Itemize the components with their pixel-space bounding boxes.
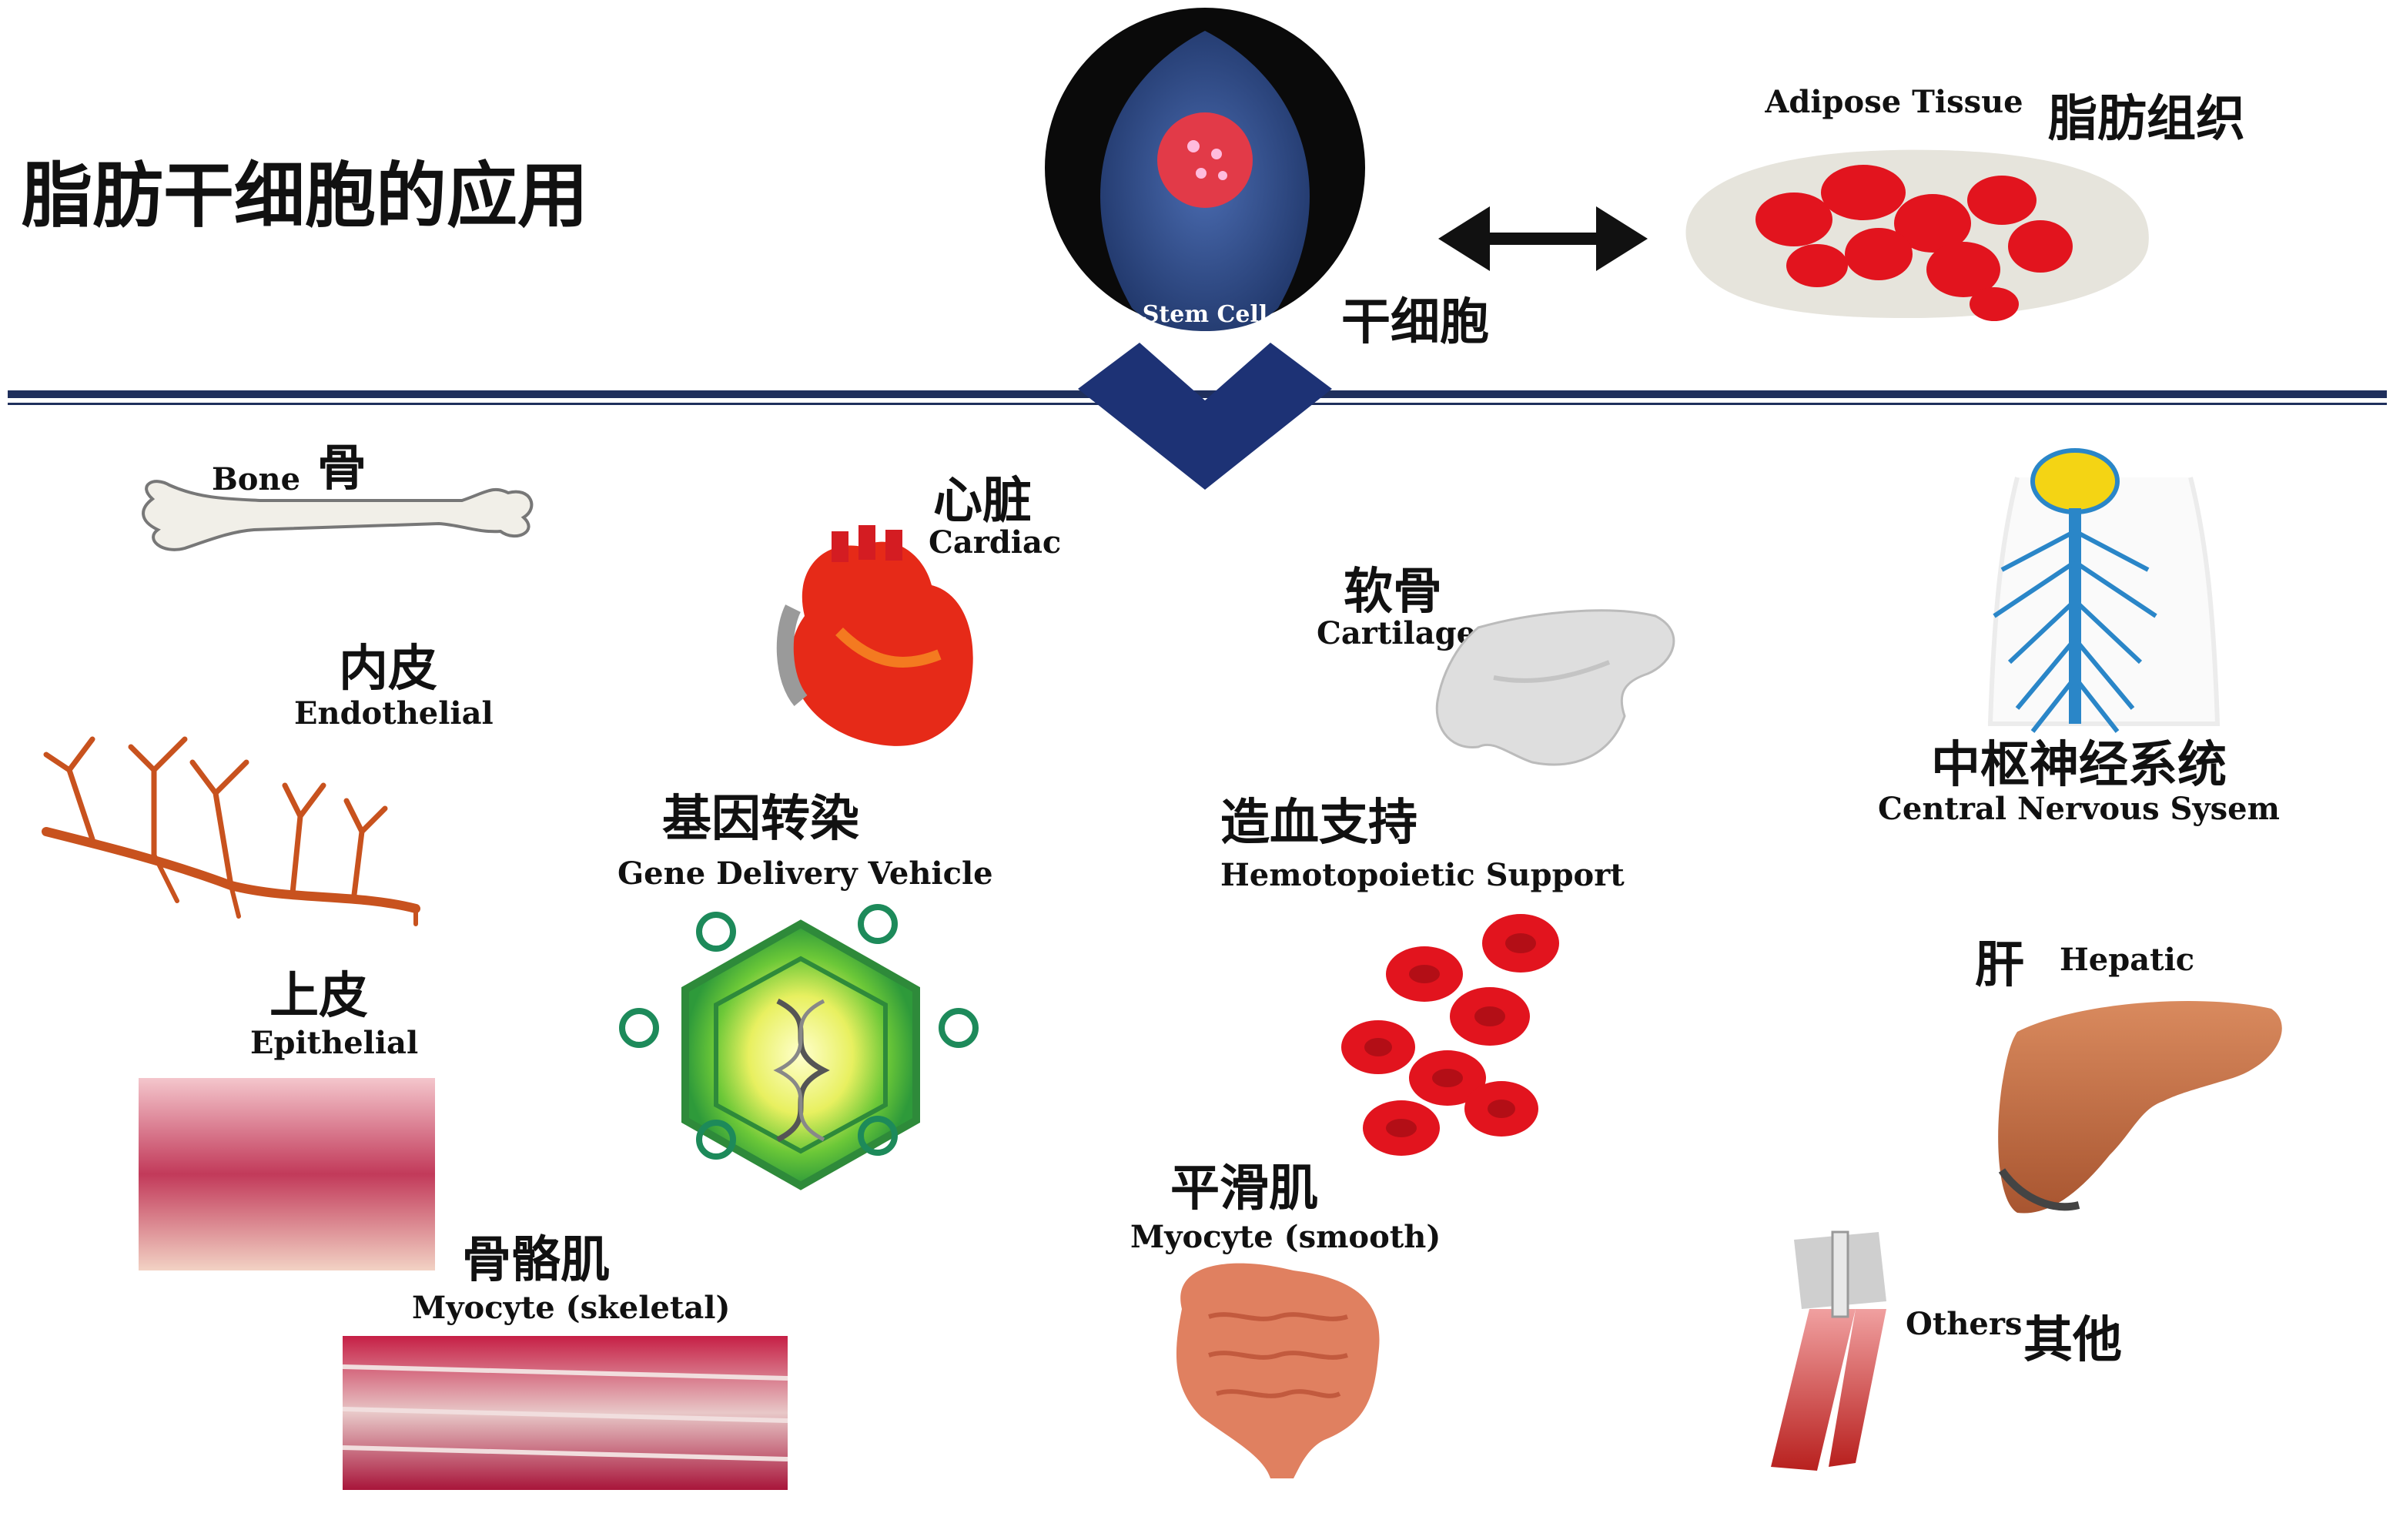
cartilage-icon: [1435, 609, 1675, 766]
others-tissue-icon: [1771, 1230, 1886, 1471]
blood-vessel-icon: [42, 736, 420, 926]
hepatic-zh-label: 肝: [1975, 937, 2024, 994]
others-zh-label: 其他: [2023, 1312, 2122, 1369]
smooth-zh-label: 平滑肌: [1170, 1160, 1318, 1217]
gene-zh-label: 基因转染: [662, 791, 859, 848]
hemo-en-label: Hemotopoietic Support: [1220, 857, 1625, 893]
bone-icon: [142, 480, 534, 551]
cns-zh-label: 中枢神经系统: [1931, 737, 2227, 794]
endothelial-en-label: Endothelial: [294, 695, 494, 732]
gene-en-label: Gene Delivery Vehicle: [617, 855, 993, 892]
cardiac-zh-label: 心脏: [933, 473, 1032, 530]
cardiac-en-label: Cardiac: [929, 524, 1061, 561]
intestine-icon: [1176, 1263, 1380, 1478]
adipose-tissue-icon: [1685, 149, 2149, 321]
chevron-down-icon: [1078, 343, 1332, 490]
cns-en-label: Central Nervous Sysem: [1878, 791, 2280, 827]
stem-cell-icon: [1045, 8, 1365, 331]
others-en-label: Others: [1906, 1306, 2022, 1342]
adipose-en-label: Adipose Tissue: [1764, 84, 2023, 120]
nervous-system-icon: [1987, 448, 2221, 733]
hemo-zh-label: 造血支持: [1220, 795, 1417, 852]
gene-vector-icon: [619, 904, 979, 1190]
epithelial-en-label: Epithelial: [250, 1025, 418, 1061]
skeletal-zh-label: 骨骼肌: [462, 1232, 610, 1289]
hepatic-en-label: Hepatic: [2060, 942, 2194, 978]
heart-icon: [776, 525, 973, 746]
adipose-zh-label: 脂肪组织: [2048, 91, 2245, 148]
double-arrow-icon: [1438, 206, 1648, 271]
endothelial-zh-label: 内皮: [339, 641, 437, 698]
page-title: 脂肪干细胞的应用: [22, 155, 589, 237]
smooth-en-label: Myocyte (smooth): [1130, 1219, 1441, 1255]
cartilage-zh-label: 软骨: [1344, 564, 1442, 621]
stem-cell-zh-label: 干细胞: [1341, 294, 1489, 351]
stem-cell-en-label: Stem Cell: [1143, 301, 1268, 328]
bone-en-label: Bone: [212, 461, 300, 497]
liver-icon: [1998, 1001, 2282, 1214]
red-blood-cells-icon: [1341, 914, 1559, 1156]
skeletal-en-label: Myocyte (skeletal): [412, 1290, 730, 1326]
bone-zh-label: 骨: [317, 440, 366, 497]
muscle-fiber-stripes: [342, 1364, 788, 1461]
epithelial-zh-label: 上皮: [269, 968, 368, 1025]
cartilage-en-label: Cartilage: [1317, 615, 1476, 651]
epithelial-tissue-image: [139, 1078, 435, 1270]
